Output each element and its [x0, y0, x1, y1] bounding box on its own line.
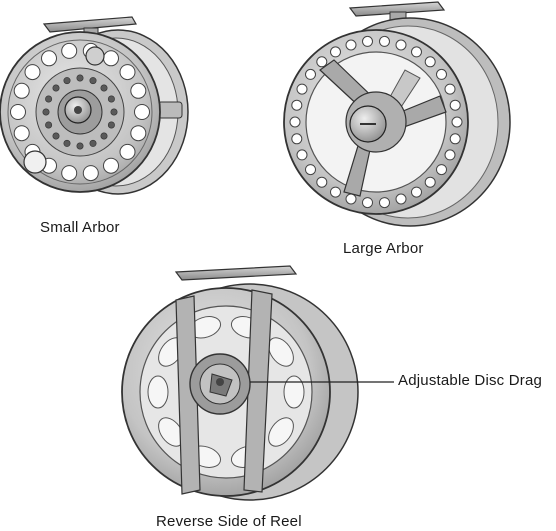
hole — [345, 193, 357, 205]
label-reverse-side: Reverse Side of Reel — [156, 513, 302, 530]
hole — [76, 74, 84, 82]
hole — [395, 39, 407, 51]
label-large-arbor: Large Arbor — [343, 240, 424, 257]
hole — [449, 133, 461, 145]
label-adjustable-disc-drag: Adjustable Disc Drag — [398, 372, 543, 389]
hole — [296, 149, 308, 161]
frame-window — [147, 375, 169, 409]
hole — [45, 95, 53, 103]
hole — [296, 83, 308, 95]
hole — [316, 176, 328, 188]
hole — [436, 68, 447, 80]
hole — [424, 56, 436, 68]
hole — [444, 149, 456, 161]
hole — [103, 157, 119, 174]
hole — [362, 35, 373, 47]
hole — [41, 50, 57, 67]
hole — [89, 77, 97, 85]
hole — [451, 116, 463, 128]
hole — [411, 186, 422, 198]
hole — [110, 108, 118, 116]
hole — [411, 46, 422, 58]
hole — [436, 164, 447, 176]
hole — [345, 39, 357, 51]
hole — [52, 132, 60, 140]
hole — [449, 99, 461, 111]
frame-window — [268, 337, 294, 367]
hole — [61, 42, 78, 59]
large-reel-rim-holes — [289, 35, 463, 209]
hole — [316, 56, 328, 68]
small-arbor-reel — [0, 16, 189, 195]
hole — [107, 95, 115, 103]
hole — [134, 104, 150, 120]
reverse-reel-foot — [174, 265, 298, 281]
hole — [424, 176, 436, 188]
hole — [13, 82, 30, 99]
hole — [289, 116, 301, 128]
large-reel-foot — [348, 1, 446, 17]
hole — [330, 186, 341, 198]
hole — [63, 77, 71, 85]
reverse-reel-crossbars — [175, 289, 273, 495]
small-reel-inner-holes — [42, 74, 118, 150]
reverse-side-reel — [121, 265, 394, 501]
hole — [130, 82, 147, 99]
frame-window — [268, 417, 294, 447]
hole — [362, 197, 373, 209]
hole — [119, 143, 136, 160]
hole — [45, 121, 53, 129]
hole — [100, 132, 108, 140]
hole — [330, 46, 341, 58]
hole — [130, 125, 147, 142]
hole — [291, 99, 303, 111]
small-reel-drag-knob — [85, 46, 105, 66]
large-arbor-reel — [283, 1, 511, 227]
hole — [61, 165, 78, 182]
hole — [379, 197, 390, 209]
hole — [89, 139, 97, 147]
hole — [24, 64, 41, 81]
hole — [107, 121, 115, 129]
hole — [42, 108, 50, 116]
hole — [76, 142, 84, 150]
hole — [119, 64, 136, 81]
label-small-arbor: Small Arbor — [40, 219, 120, 236]
hole — [444, 83, 456, 95]
hole — [52, 84, 60, 92]
small-reel-foot — [42, 16, 137, 33]
hole — [10, 104, 26, 120]
hole — [379, 35, 390, 47]
small-reel-handle-knob — [23, 150, 47, 174]
hole — [305, 68, 316, 80]
hole — [13, 125, 30, 142]
hole — [305, 164, 316, 176]
frame-window — [283, 375, 305, 409]
hole — [103, 50, 119, 67]
hole — [291, 133, 303, 145]
hole — [82, 165, 99, 182]
hole — [100, 84, 108, 92]
hole — [63, 139, 71, 147]
hole — [395, 193, 407, 205]
